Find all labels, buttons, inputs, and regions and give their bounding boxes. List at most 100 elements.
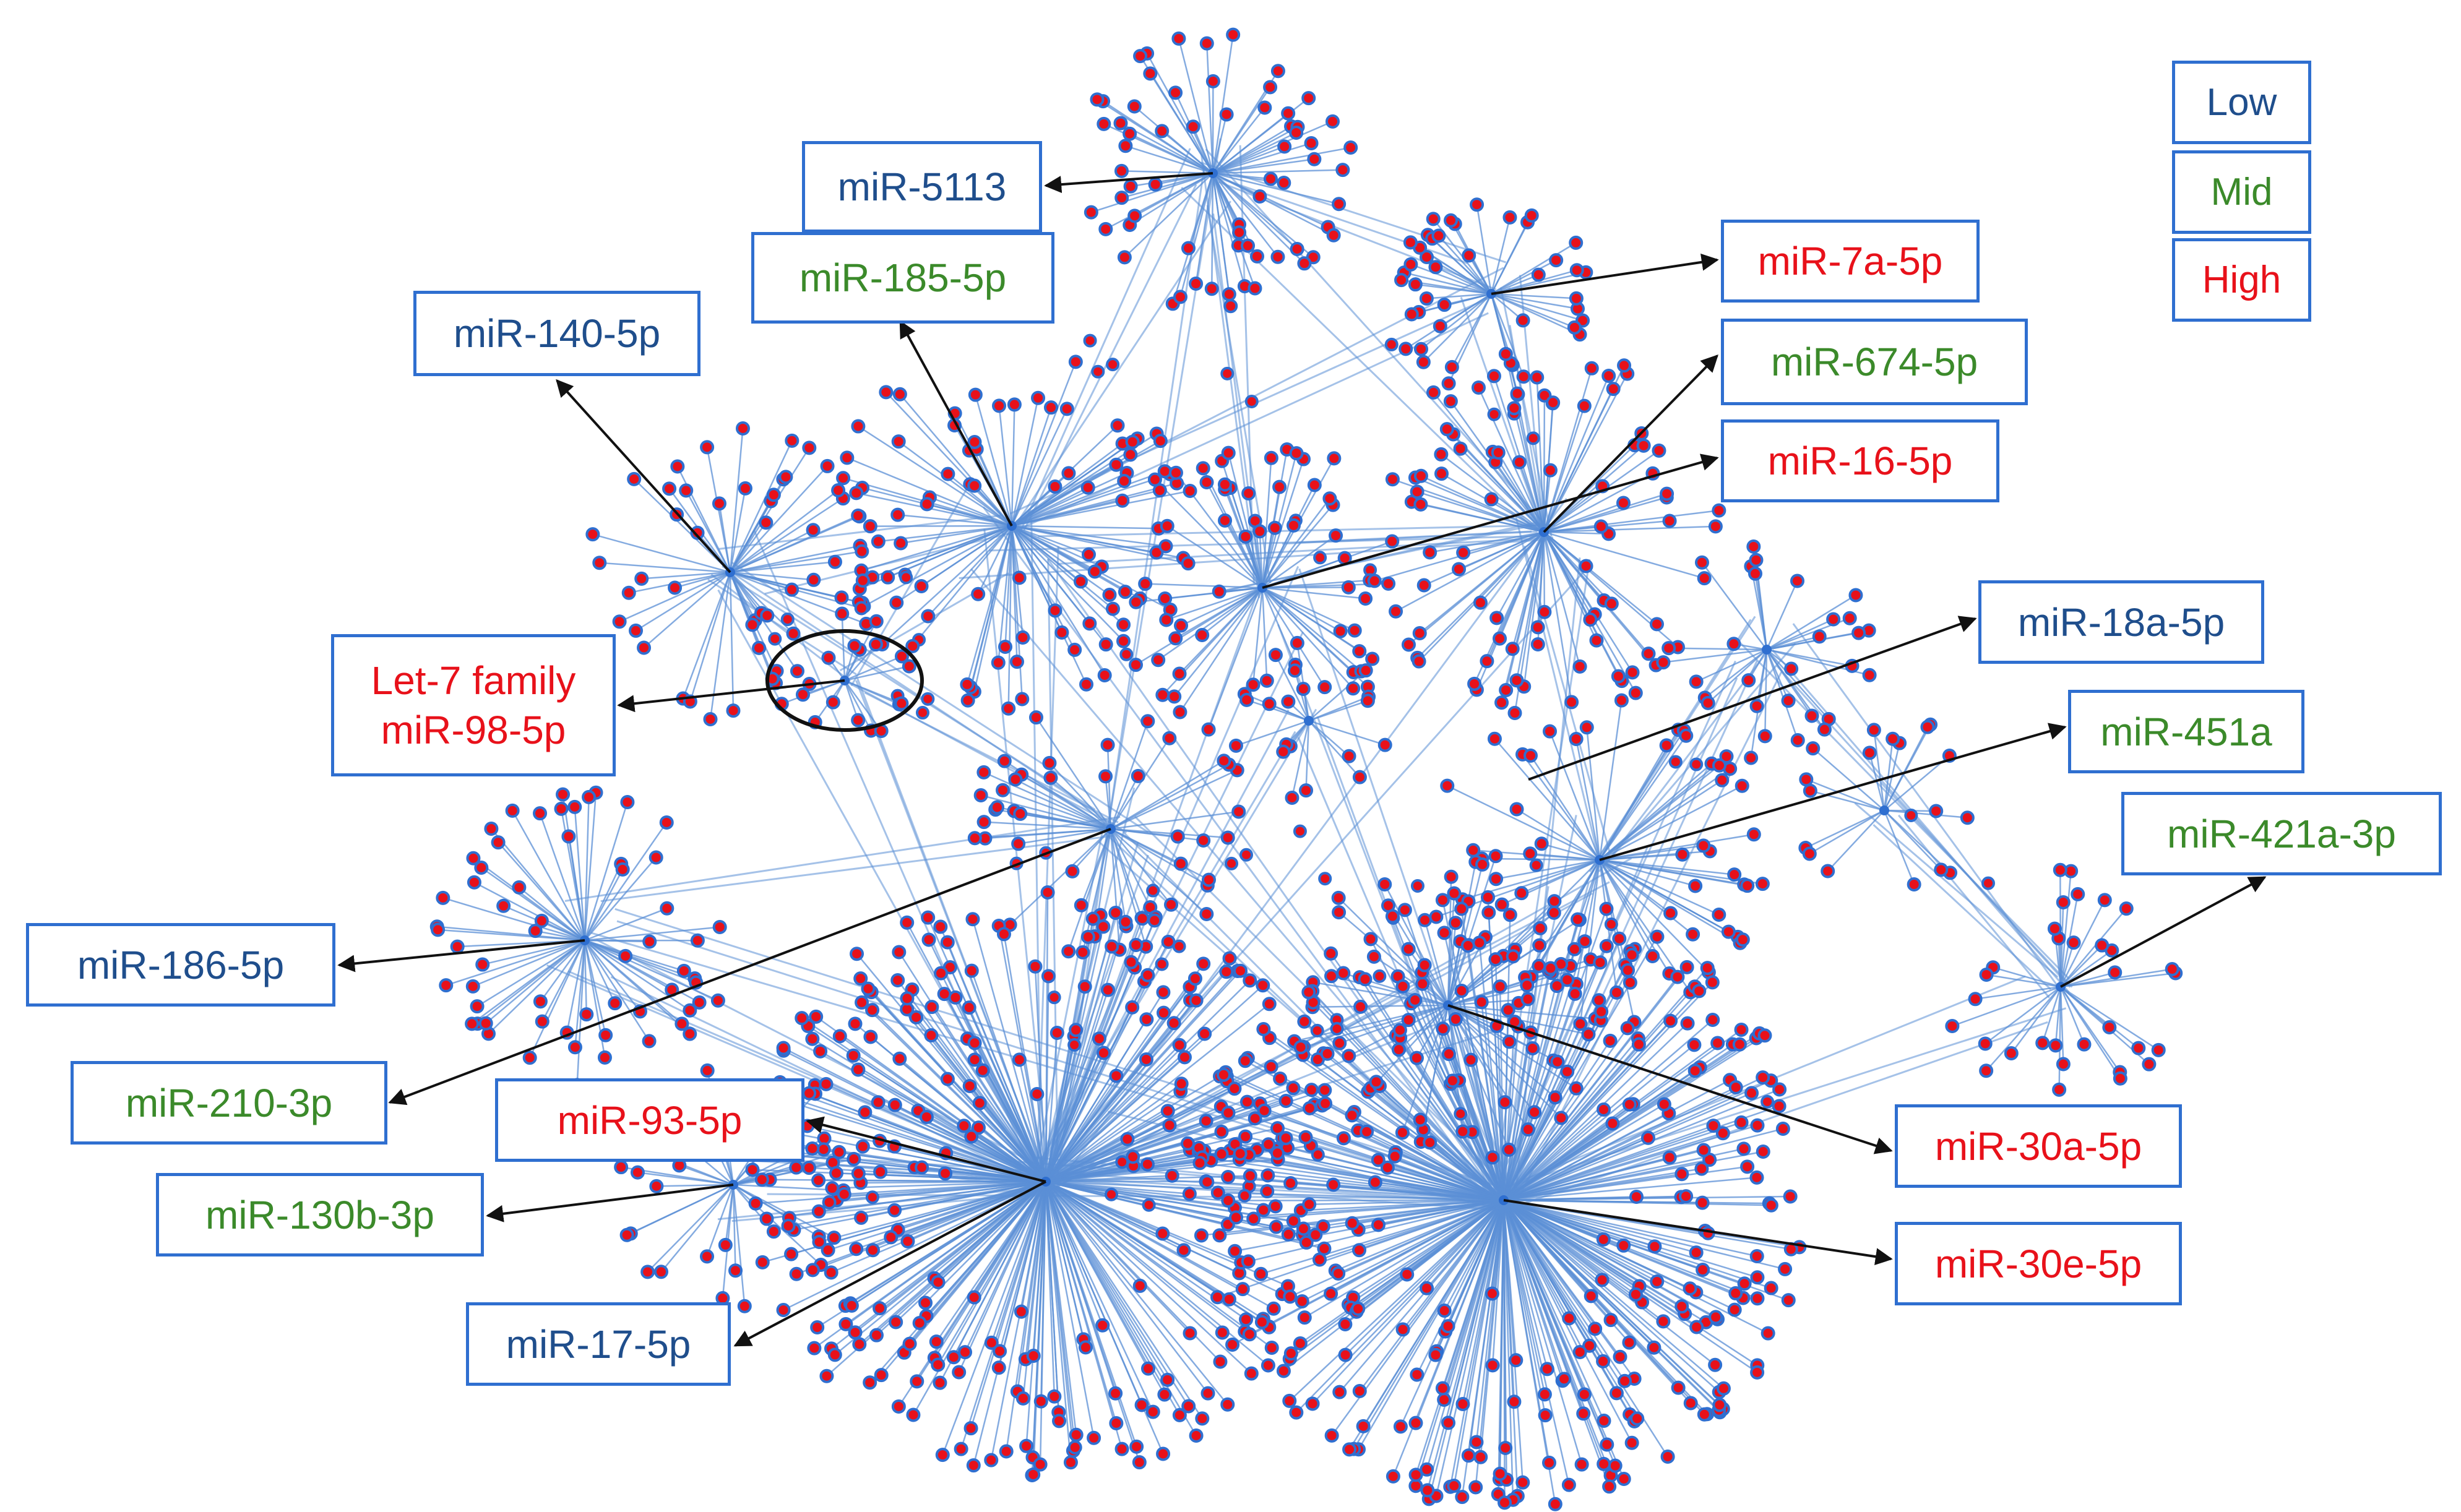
network-node	[1301, 985, 1316, 1000]
network-node	[809, 1009, 824, 1024]
network-node	[2095, 938, 2110, 953]
network-node	[522, 1050, 537, 1065]
network-node	[1139, 1012, 1154, 1027]
network-edge	[1435, 266, 1492, 295]
network-node	[1603, 1033, 1618, 1048]
network-node	[967, 1036, 982, 1050]
network-node	[1403, 235, 1418, 250]
network-node	[889, 595, 904, 610]
network-edge	[1032, 1181, 1047, 1475]
network-edge	[1047, 558, 1059, 1184]
network-edge	[490, 828, 585, 941]
network-node	[1574, 1457, 1589, 1472]
network-edge	[827, 1180, 1046, 1251]
network-node	[1452, 562, 1467, 577]
network-node	[1784, 661, 1799, 676]
network-node	[1080, 929, 1095, 944]
arrow-mir-451a	[1599, 723, 2067, 861]
network-node	[1437, 298, 1452, 312]
network-edge	[881, 525, 1012, 645]
network-node	[759, 515, 774, 530]
network-node	[1750, 1365, 1765, 1380]
network-node	[1316, 1219, 1330, 1234]
network-edge	[1598, 700, 1623, 861]
network-node	[1473, 595, 1488, 610]
network-node	[1750, 1291, 1765, 1306]
network-node	[802, 1086, 817, 1101]
network-node	[1242, 1327, 1257, 1342]
network-node	[821, 650, 836, 665]
network-node	[1031, 390, 1046, 405]
network-node	[1134, 1398, 1149, 1412]
network-node	[1356, 1419, 1371, 1433]
network-edge	[1045, 1181, 1116, 1394]
network-node	[1332, 1385, 1347, 1399]
network-node	[1454, 901, 1469, 916]
network-node	[1746, 827, 1761, 842]
network-node	[827, 1347, 842, 1362]
network-edge	[829, 1180, 1046, 1203]
network-edge	[924, 1181, 1046, 1304]
network-node	[1231, 804, 1246, 819]
node-layer	[429, 27, 2183, 1511]
network-node	[1584, 1289, 1598, 1304]
network-edge	[1410, 264, 1492, 295]
network-node	[1408, 1415, 1423, 1430]
network-edge	[1402, 1200, 1504, 1330]
label-text: miR-210-3p	[125, 1080, 333, 1125]
network-node	[567, 1040, 582, 1055]
network-node	[1886, 731, 1900, 746]
hub-mir-421	[1879, 805, 1889, 815]
network-node	[1549, 253, 1564, 268]
network-node	[996, 783, 1011, 797]
network-node	[1067, 1440, 1082, 1455]
network-node	[1741, 673, 1756, 688]
network-edge	[1503, 1199, 1658, 1282]
network-node	[1757, 729, 1772, 744]
network-edge	[1503, 1125, 1714, 1201]
network-node	[1688, 878, 1703, 893]
network-node	[921, 910, 936, 925]
network-edge	[1045, 1003, 1270, 1182]
network-node	[1661, 641, 1676, 656]
network-edge	[1236, 1199, 1504, 1219]
network-node	[1264, 450, 1278, 465]
network-node	[1026, 1349, 1041, 1364]
network-node	[1686, 927, 1700, 942]
network-edge	[1011, 361, 1077, 526]
network-node	[1447, 1479, 1462, 1493]
network-node	[1694, 1161, 1709, 1176]
network-node	[629, 623, 644, 638]
network-node	[1082, 616, 1097, 631]
network-node	[1749, 698, 1764, 713]
network-node	[1008, 772, 1023, 787]
network-node	[1317, 1083, 1332, 1097]
network-edge	[1262, 504, 1334, 588]
network-node	[778, 470, 793, 484]
network-edge	[1212, 142, 1312, 174]
network-node	[1433, 319, 1447, 333]
network-node	[1735, 778, 1749, 793]
network-node	[1012, 1052, 1027, 1067]
network-node	[1014, 1304, 1028, 1319]
network-node	[755, 1255, 770, 1269]
network-edge	[1543, 531, 1705, 579]
network-node	[1266, 1301, 1281, 1316]
network-node	[832, 1145, 847, 1159]
network-edge	[1522, 754, 1601, 861]
network-node	[1778, 1261, 1793, 1276]
network-node	[1514, 886, 1529, 901]
network-edge	[1309, 1199, 1504, 1205]
network-node	[1663, 906, 1678, 921]
network-node	[1048, 603, 1062, 618]
network-node	[952, 1365, 967, 1380]
network-edge	[2058, 986, 2062, 1090]
network-node	[1501, 1003, 1515, 1018]
network-edge	[584, 797, 590, 941]
network-node	[968, 387, 983, 402]
network-node	[1246, 1211, 1261, 1226]
network-edge	[473, 882, 585, 942]
network-node	[1462, 248, 1476, 263]
network-edge	[660, 1184, 734, 1273]
network-node	[1061, 944, 1076, 959]
